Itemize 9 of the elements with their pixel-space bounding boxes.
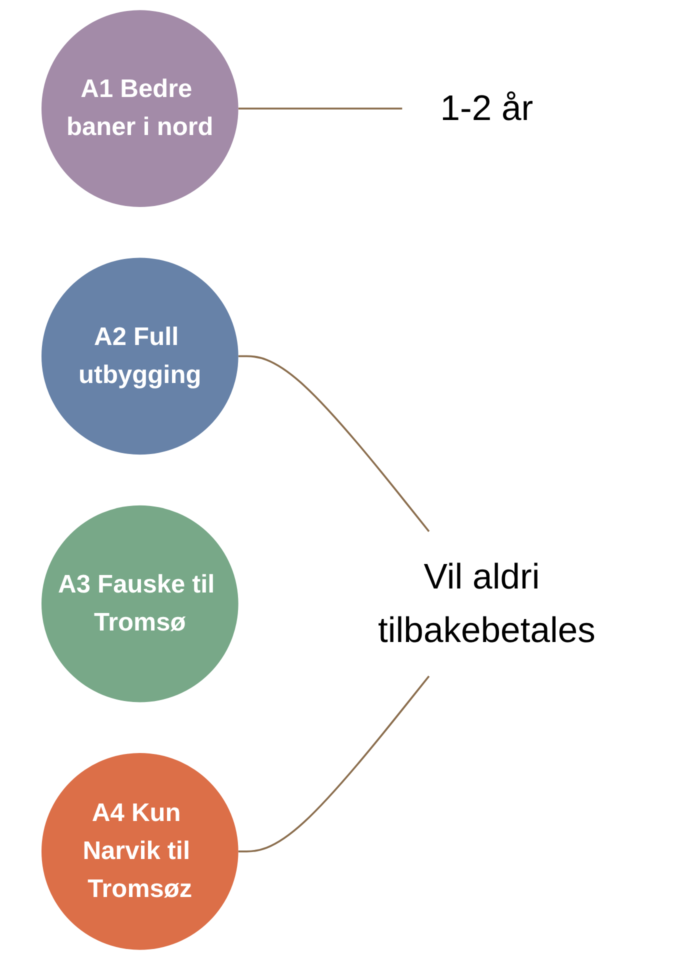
connector bbox=[238, 108, 402, 110]
node-circle: A2 Full utbygging bbox=[42, 258, 238, 455]
connector bbox=[238, 676, 430, 852]
node-circle: A1 Bedre baner i nord bbox=[42, 10, 238, 207]
connector bbox=[238, 355, 430, 532]
node-circle: A3 Fauske til Tromsø bbox=[42, 505, 238, 702]
node-text: 1-2 år bbox=[440, 88, 534, 128]
node-circle: A4 Kun Narvik til Tromsøz bbox=[42, 753, 238, 950]
node-text: Vil aldri tilbakebetales bbox=[378, 556, 596, 650]
